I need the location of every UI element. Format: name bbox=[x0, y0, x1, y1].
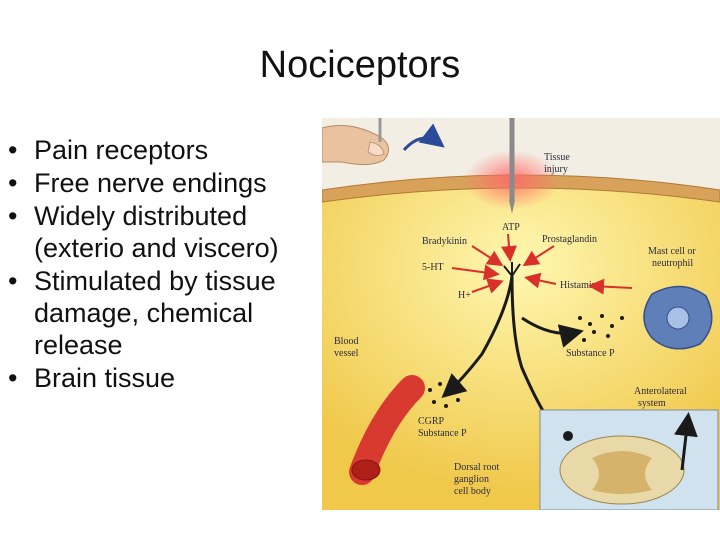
label-bradykinin: Bradykinin bbox=[422, 236, 467, 247]
label-histamine: Histamine bbox=[560, 280, 602, 291]
label-tissue-injury-1: Tissue bbox=[544, 152, 570, 163]
finger-illustration bbox=[322, 125, 389, 166]
nociceptor-illustration: Tissue injury ATP Bradykinin Prostagland… bbox=[322, 118, 720, 510]
nerve-branch-mast bbox=[521, 316, 584, 348]
label-anterolateral-2: system bbox=[638, 398, 666, 409]
arrow-5ht bbox=[451, 264, 500, 281]
fingernail bbox=[367, 141, 385, 156]
slide-title: Nociceptors bbox=[259, 44, 461, 86]
bullet-item: Free nerve endings bbox=[6, 167, 316, 199]
anterolateral-arrow bbox=[674, 412, 698, 471]
label-cgrp: CGRP bbox=[418, 416, 445, 427]
spinal-gray-matter bbox=[592, 451, 652, 494]
arrow-histamine bbox=[524, 272, 557, 289]
label-blood-vessel-1: Blood bbox=[334, 336, 358, 347]
bullet-item: Brain tissue bbox=[6, 362, 316, 394]
label-tissue-injury-2: injury bbox=[544, 164, 568, 175]
label-h-plus: H+ bbox=[458, 290, 471, 301]
label-substance-p: Substance P bbox=[566, 348, 615, 359]
dorsal-root-ganglion-cell bbox=[563, 431, 573, 441]
needle-tip bbox=[509, 200, 515, 214]
label-prostaglandin: Prostaglandin bbox=[542, 234, 597, 245]
bullet-item: Widely distributed (exterio and viscero) bbox=[6, 200, 316, 264]
bullet-item: Pain receptors bbox=[6, 134, 316, 166]
arrow-atp bbox=[501, 233, 517, 262]
mast-cell-nucleus bbox=[666, 306, 690, 330]
skin-layer bbox=[322, 174, 720, 203]
label-dorsal-root-3: cell body bbox=[454, 486, 491, 497]
label-blood-vessel-2: vessel bbox=[334, 348, 359, 359]
nociceptor-diagram: Tissue injury ATP Bradykinin Prostagland… bbox=[322, 118, 720, 510]
arrow-h-plus bbox=[471, 278, 504, 294]
label-mast-cell-1: Mast cell or bbox=[648, 246, 696, 257]
bullet-item: Stimulated by tissue damage, chemical re… bbox=[6, 265, 316, 361]
free-nerve-ending bbox=[503, 262, 521, 277]
bullet-list: Pain receptors Free nerve endings Widely… bbox=[6, 134, 316, 395]
label-5ht: 5-HT bbox=[422, 262, 444, 273]
label-dorsal-root-2: ganglion bbox=[454, 474, 489, 485]
label-mast-cell-2: neutrophil bbox=[652, 258, 693, 269]
withdrawal-arrow-icon bbox=[402, 123, 445, 152]
label-atp: ATP bbox=[502, 222, 520, 233]
arrow-mast-cell bbox=[588, 278, 633, 295]
arrow-bradykinin bbox=[471, 245, 504, 267]
arrow-prostaglandin bbox=[522, 245, 555, 267]
label-dorsal-root-1: Dorsal root bbox=[454, 462, 499, 473]
blood-vessel-lumen bbox=[351, 459, 381, 481]
nerve-branch-vessel bbox=[441, 275, 514, 398]
label-substance-p-2: Substance P bbox=[418, 428, 467, 439]
label-anterolateral-1: Anterolateral bbox=[634, 386, 687, 397]
